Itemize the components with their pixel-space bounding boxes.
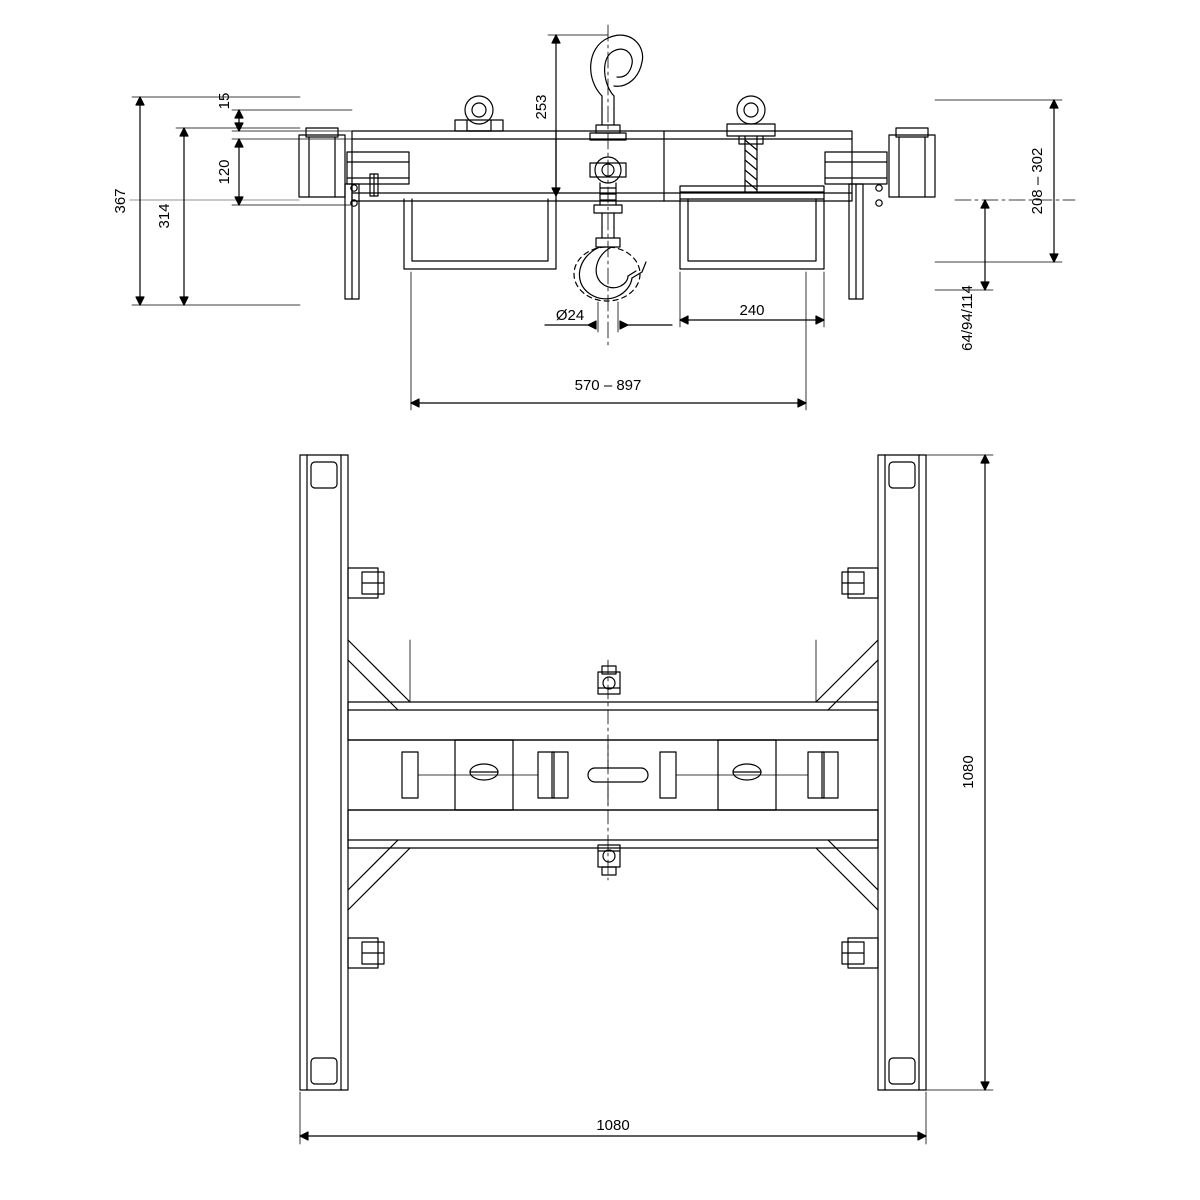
dim-label-120: 120 (216, 159, 233, 184)
plan-center-slot (587, 744, 649, 806)
plan-carriage-blocks (454, 739, 777, 811)
dim-15: 15 (216, 93, 353, 132)
dim-314: 314 (156, 127, 301, 306)
top-hook (589, 34, 644, 141)
dim-64-94-114: 64/94/114 (934, 199, 994, 351)
dim-label-15: 15 (216, 93, 233, 110)
dim-253: 253 (533, 34, 609, 197)
left-fork-pocket (403, 198, 557, 270)
dim-label-24: Ø24 (556, 307, 584, 324)
dim-570-897: 570 – 897 (410, 271, 807, 411)
dim-label-1080-horizontal: 1080 (596, 1117, 629, 1134)
dim-208-302: 208 – 302 (934, 99, 1063, 263)
right-carriage (824, 127, 936, 300)
plan-lower-rail (347, 809, 879, 849)
dim-label-570-897: 570 – 897 (575, 377, 642, 394)
plan-diagonal-braces (347, 639, 879, 911)
dim-120: 120 (216, 138, 353, 206)
bottom-hook (573, 212, 647, 302)
dim-label-64-94-114: 64/94/114 (959, 285, 976, 351)
dim-label-367: 367 (112, 188, 129, 213)
dim-1080-vertical: 1080 (925, 454, 994, 1091)
dim-diameter-24: Ø24 (544, 301, 673, 333)
main-beam-body (351, 130, 853, 202)
dim-label-253: 253 (533, 94, 550, 119)
dim-1080-horizontal: 1080 (299, 1091, 927, 1145)
lifting-eye-left (454, 95, 504, 132)
plan-fork-clamps (347, 567, 879, 969)
dim-240: 240 (679, 271, 825, 328)
plan-eyebolt-bottom (597, 844, 621, 876)
right-fork-pocket (679, 185, 825, 270)
dim-label-1080-vertical: 1080 (960, 755, 977, 788)
dim-label-240: 240 (739, 302, 764, 319)
plan-upper-rail (347, 701, 879, 741)
plan-left-fork (299, 454, 349, 1091)
dim-label-208-302: 208 – 302 (1029, 148, 1046, 215)
dim-367: 367 (112, 96, 301, 306)
left-carriage (298, 127, 410, 300)
plan-center-beam (347, 739, 879, 811)
lifting-eye-right (726, 95, 776, 193)
plan-right-fork (877, 454, 927, 1091)
dim-label-314: 314 (156, 203, 173, 228)
plan-eyebolt-top (597, 665, 621, 695)
